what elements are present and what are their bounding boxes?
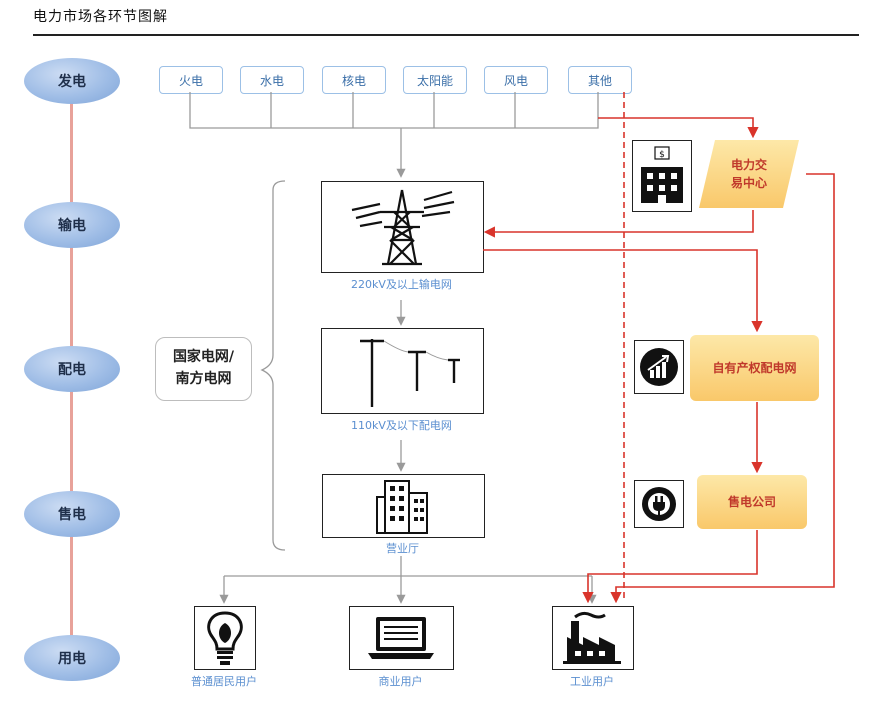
distribution-pole-icon (321, 328, 484, 414)
power-plug-icon (634, 480, 684, 528)
distribution-caption: 110kV及以下配电网 (351, 419, 452, 432)
source-other: 其他 (568, 66, 632, 94)
stage-retail: 售电 (24, 491, 120, 537)
residential-caption: 普通居民用户 (191, 675, 257, 688)
lightbulb-leaf-icon (194, 606, 256, 670)
industrial-caption: 工业用户 (570, 675, 614, 688)
source-nuclear: 核电 (322, 66, 386, 94)
dollar-label: $ (659, 150, 665, 160)
retail-company-box: 售电公司 (697, 475, 807, 529)
source-solar: 太阳能 (403, 66, 467, 94)
grid-operator-line2: 南方电网 (175, 371, 232, 387)
stage-transmission: 输电 (24, 202, 120, 248)
transmission-caption: 220kV及以上输电网 (351, 278, 452, 291)
transmission-tower-icon (321, 181, 484, 273)
stage-generation: 发电 (24, 58, 120, 104)
source-thermal: 火电 (159, 66, 223, 94)
grid-operator-line1: 国家电网/ (172, 349, 235, 365)
building-icon (322, 474, 485, 538)
stage-distribution: 配电 (24, 346, 120, 392)
growth-chart-icon (634, 340, 684, 394)
grid-operator-box: 国家电网/ 南方电网 (155, 337, 252, 401)
self-owned-grid-box: 自有产权配电网 (690, 335, 819, 401)
stage-consumption: 用电 (24, 635, 120, 681)
commercial-caption: 商业用户 (378, 675, 423, 688)
title-rule (33, 34, 859, 36)
hall-caption: 营业厅 (386, 542, 419, 555)
laptop-icon (349, 606, 454, 670)
trading-center-line2: 易中心 (730, 176, 767, 190)
page-title: 电力市场各环节图解 (33, 9, 168, 25)
trading-center-line1: 电力交 (730, 158, 767, 172)
factory-icon (552, 606, 634, 670)
source-wind: 风电 (484, 66, 548, 94)
exchange-building-icon: $ (632, 140, 692, 212)
source-hydro: 水电 (240, 66, 304, 94)
trading-center-box: 电力交 易中心 (699, 140, 799, 208)
